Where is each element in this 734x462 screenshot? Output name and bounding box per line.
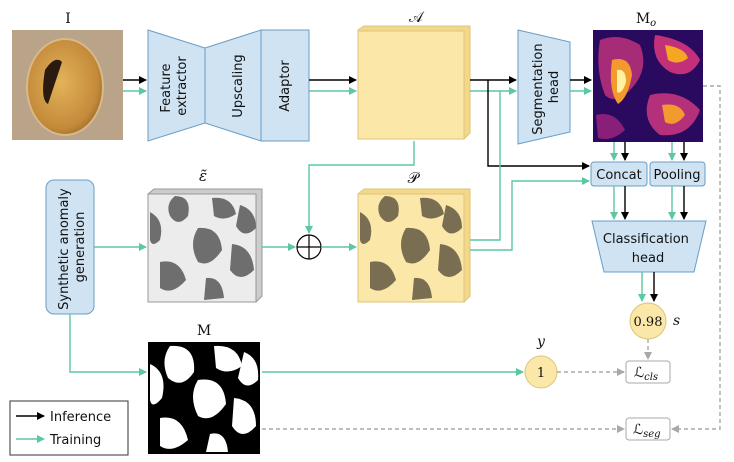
label-value: 1 [537,366,545,381]
loss-cls-prefix: ℒ [634,365,644,381]
loss-cls-sub: cls [644,372,658,383]
cls-head-line2: head [632,251,664,266]
feature-extractor-line2: extractor [175,56,190,116]
noise-label: ε̃ [199,167,207,185]
perturbed-map [357,188,471,303]
arrow-p-seg-train [470,91,501,241]
classification-head-block: Classification head [591,220,707,273]
score-symbol: s [673,313,680,329]
svg-text:Segmentation head: Segmentation head [531,39,562,135]
arrow-mo-lseg [671,85,721,433]
feature-map [357,25,471,140]
y-label: y [536,334,546,350]
arrow-a-plus [305,141,415,234]
binary-mask [148,342,260,454]
adaptor-block: Adaptor [260,29,310,142]
noise-map [147,188,263,303]
upscaling-label: Upscaling [231,54,246,117]
svg-text:Classification head: Classification head [603,232,693,266]
loss-cls-box: ℒcls [625,360,671,384]
score-value: 0.98 [634,315,663,330]
seg-head-line1: Segmentation [531,43,546,134]
loss-seg-box: ℒseg [625,417,671,441]
arrow-a-concat-inf [487,80,590,170]
feature-extractor-line1: Feature [159,64,174,113]
label-node: 1 [524,355,558,389]
output-mask-label: Mo [636,11,656,29]
svg-text:ℒcls: ℒcls [634,365,658,383]
mask-label: M [197,323,211,339]
synthetic-line2: generation [73,212,88,283]
perturbed-label: 𝒫 [408,169,421,187]
concat-block[interactable]: Concat [590,161,648,187]
concat-label: Concat [596,168,641,183]
adaptor-label: Adaptor [278,60,293,112]
svg-text:Feature extractor: Feature extractor [159,56,190,116]
legend-training: Training [49,433,101,448]
score-node: 0.98 [629,302,667,340]
upscaling-block: Upscaling [204,29,262,142]
pooling-label: Pooling [654,168,701,183]
features-label: 𝒜 [409,8,425,26]
arrow-p-concat-train [470,177,590,251]
synthetic-anomaly-block: Synthetic anomaly generation [45,179,95,315]
arrow-syn-mask [69,314,147,376]
pooling-block[interactable]: Pooling [649,161,706,187]
svg-text:ℒseg: ℒseg [633,422,661,440]
seg-head-line2: head [547,71,562,103]
add-node [296,234,322,260]
segmentation-head-block: Segmentation head [517,29,571,145]
legend-inference: Inference [50,410,111,425]
svg-text:Synthetic anomaly genera: Synthetic anomaly generation [57,184,88,310]
cls-head-line1: Classification [603,232,689,247]
image-label: I [65,11,71,27]
synthetic-line1: Synthetic anomaly [57,188,72,310]
loss-seg-prefix: ℒ [633,422,643,438]
feature-extractor-block: Feature extractor [147,29,206,142]
output-heatmap [593,30,703,142]
loss-seg-sub: seg [643,429,660,440]
legend: Inference Training [9,400,129,456]
input-image [12,30,123,140]
